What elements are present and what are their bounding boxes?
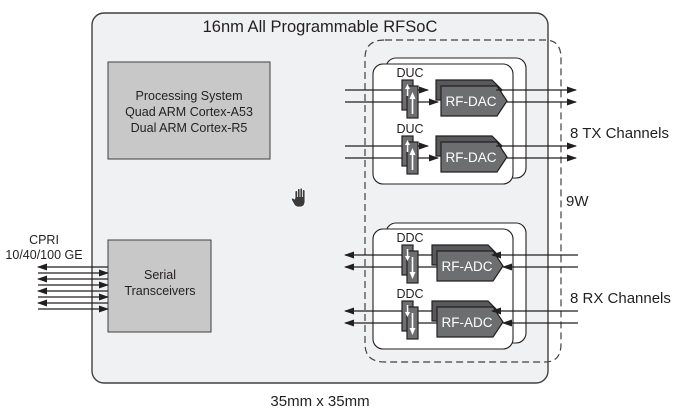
up-arrow-icon — [405, 140, 410, 152]
converter-block — [436, 250, 504, 282]
down-arrow-icon — [409, 313, 416, 335]
rf-adc-label: RF-ADC — [442, 259, 493, 274]
processing-system-line-3: Dual ARM Cortex-R5 — [131, 121, 248, 135]
up-arrow-icon — [409, 148, 416, 170]
ddc-label: DDC — [396, 231, 423, 245]
rf-adc-label: RF-ADC — [442, 315, 493, 330]
power-label: 9W — [566, 193, 589, 210]
converter-block — [440, 141, 508, 173]
ethernet-label: 10/40/100 GE — [5, 248, 82, 262]
down-arrow-icon — [409, 257, 416, 279]
converter-block — [436, 306, 504, 338]
ddc-label: DDC — [396, 287, 423, 301]
duc-label: DUC — [396, 122, 423, 136]
serial-link-arrows — [37, 263, 109, 313]
rf-dac-label: RF-DAC — [446, 150, 497, 165]
serial-transceivers-line-2: Transceivers — [124, 284, 195, 298]
processing-system-line-2: Quad ARM Cortex-A53 — [125, 105, 253, 119]
processing-system-line-1: Processing System — [136, 89, 243, 103]
hand-cursor-icon — [290, 187, 306, 208]
serial-transceivers-line-1: Serial — [144, 268, 176, 282]
tx-channel-group: DUC RF-DAC DUC RF-DAC — [345, 57, 577, 185]
rx-channel-group: DDC RF-ADC DDC RF-ADC — [344, 222, 578, 350]
duc-label: DUC — [396, 66, 423, 80]
down-arrow-icon — [405, 249, 410, 261]
cpri-label: CPRI — [29, 233, 59, 247]
package-size-label: 35mm x 35mm — [270, 393, 369, 410]
rx-channels-label: 8 RX Channels — [570, 290, 671, 307]
rf-section-dashed-outline — [364, 39, 562, 363]
serial-transceivers-block — [107, 239, 212, 333]
converter-block — [440, 85, 508, 117]
tx-channels-label: 8 TX Channels — [570, 125, 669, 142]
up-arrow-icon — [405, 84, 410, 96]
up-arrow-icon — [409, 92, 416, 114]
down-arrow-icon — [405, 305, 410, 317]
chip-title: 16nm All Programmable RFSoC — [203, 18, 438, 36]
processing-system-block — [107, 61, 271, 160]
rf-dac-label: RF-DAC — [446, 94, 497, 109]
